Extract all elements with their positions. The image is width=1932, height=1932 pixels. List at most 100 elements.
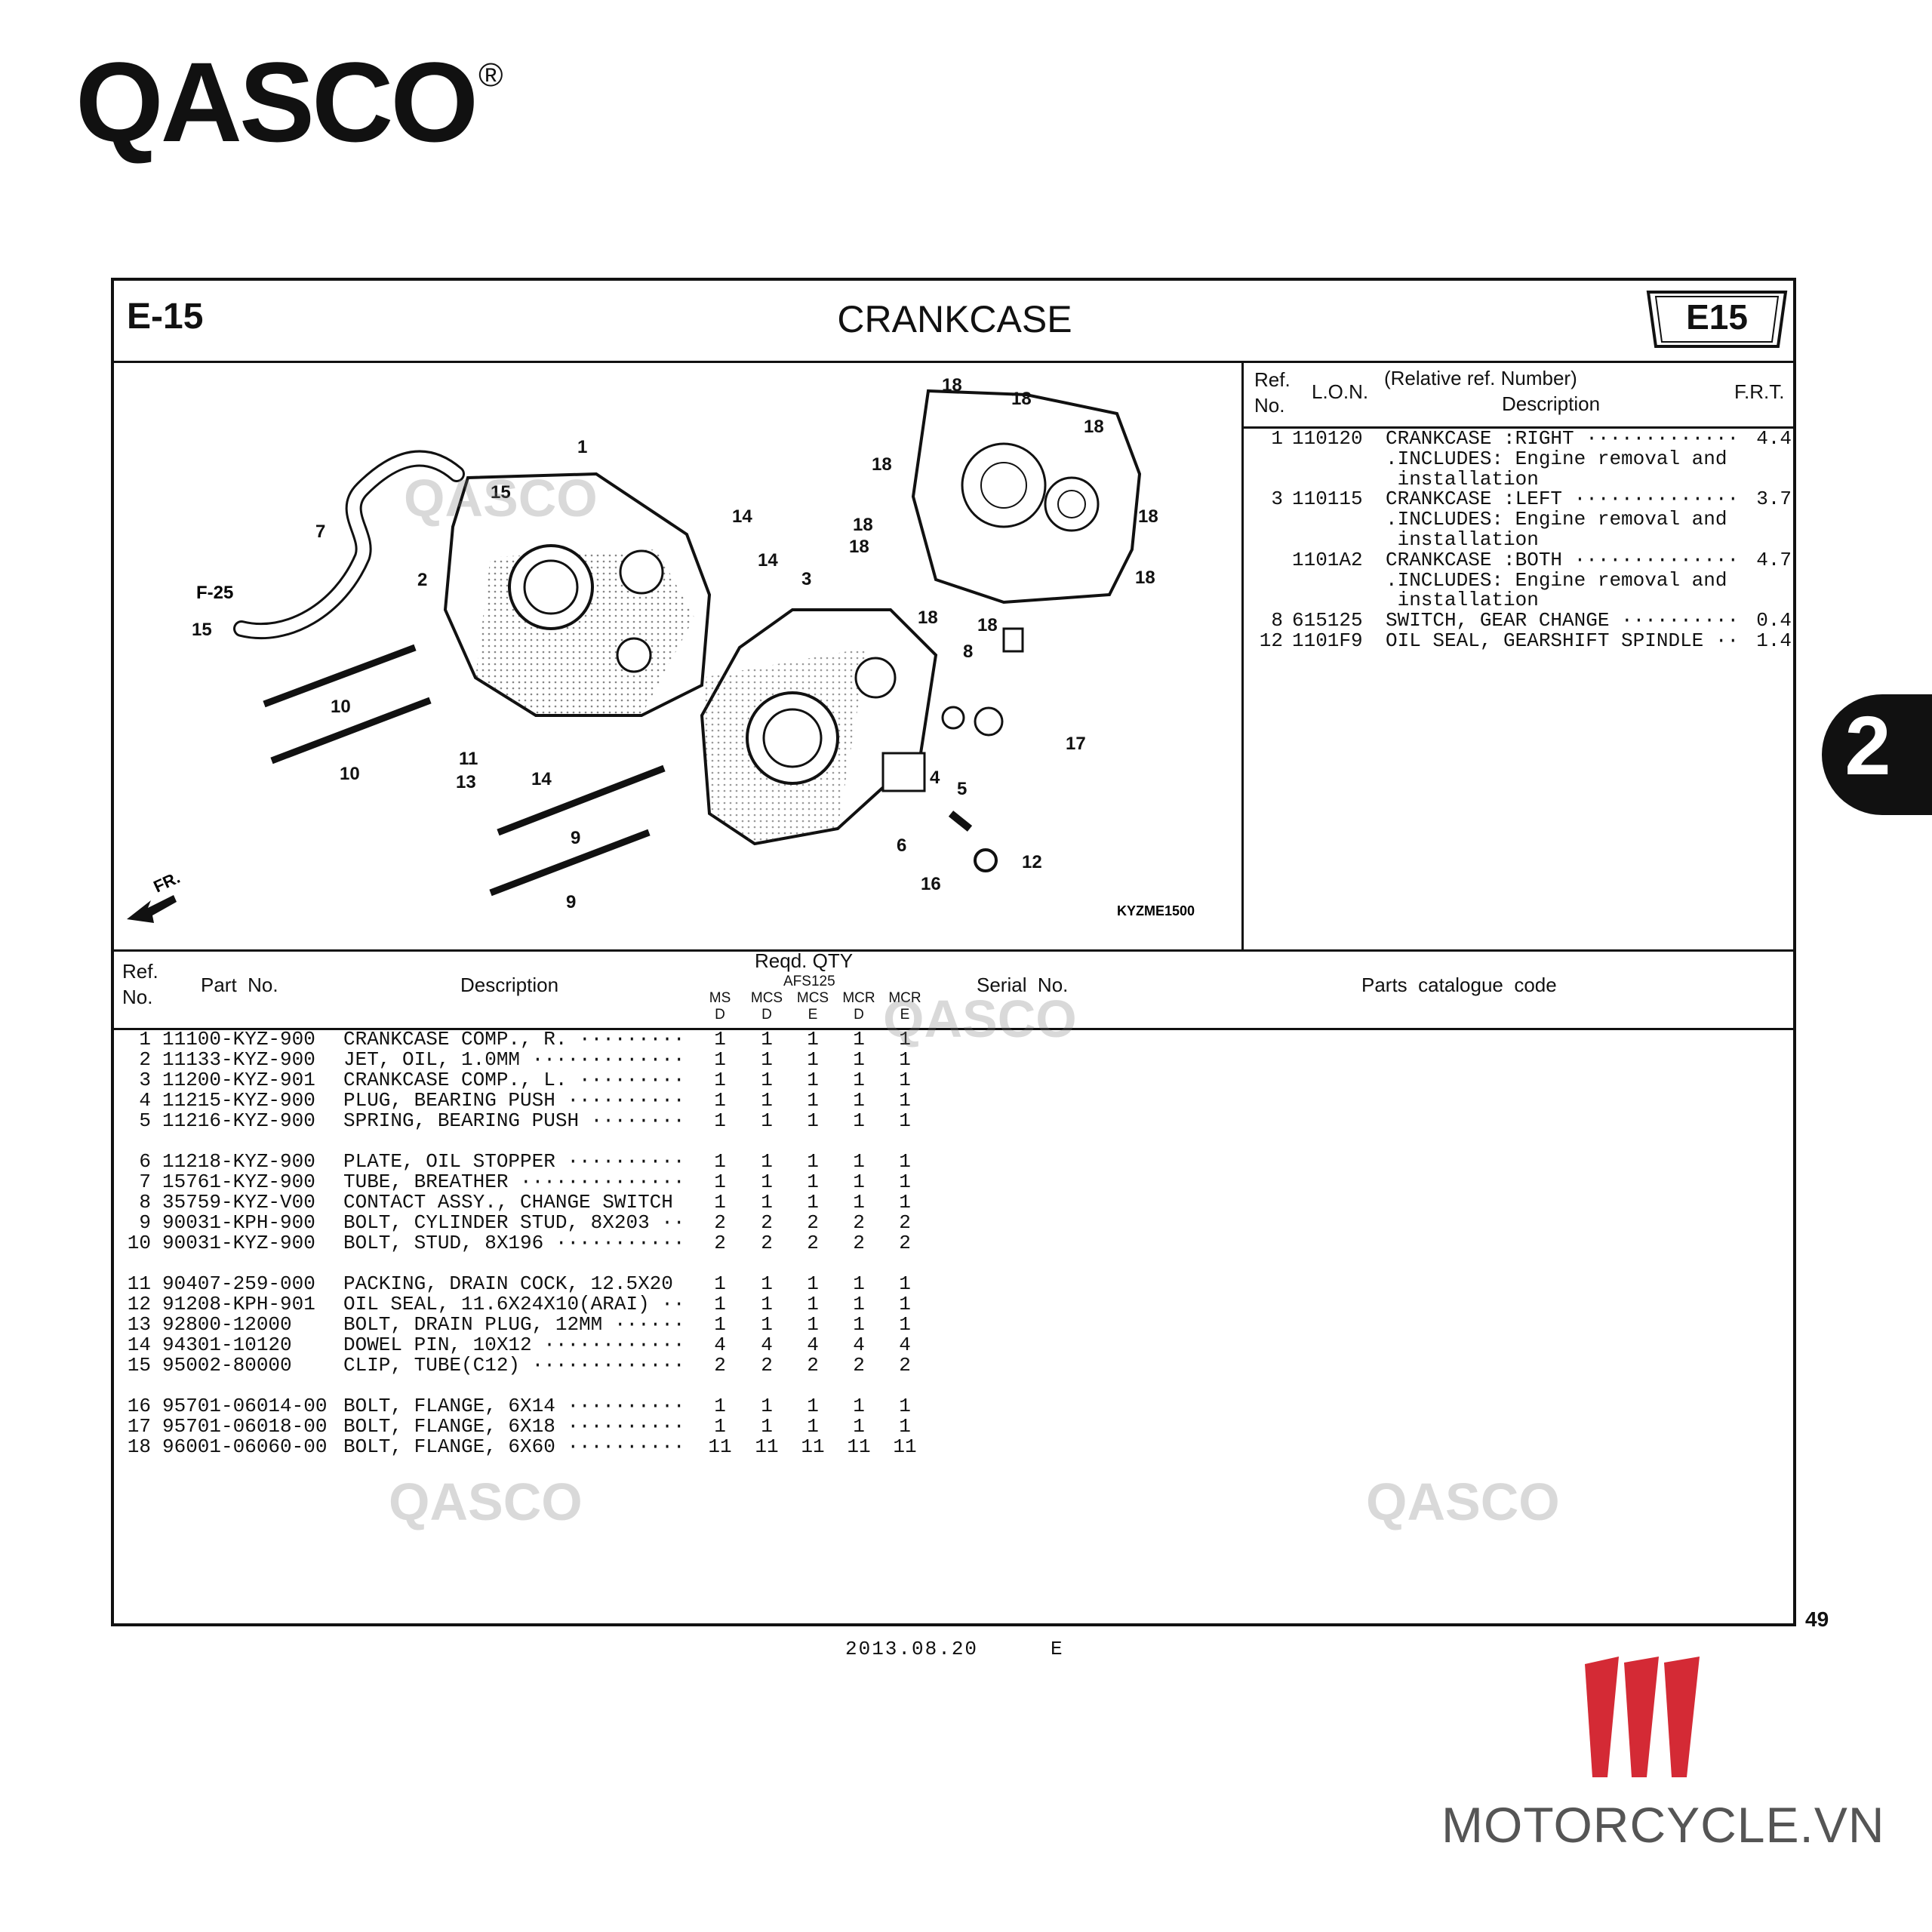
qty-cell: 1 [853, 1048, 865, 1071]
section-badge: E15 [1686, 297, 1748, 337]
table-cell: TUBE, BREATHER ·············· [343, 1171, 685, 1193]
table-cell: PACKING, DRAIN COCK, 12.5X20 [343, 1272, 673, 1295]
parts-ref-header: Ref. No. [122, 960, 158, 1008]
stud-bolt-10b [270, 697, 432, 764]
svg-text:17: 17 [1066, 734, 1086, 754]
frt-cell: 615125 [1292, 609, 1363, 632]
table-cell: 96001-06060-00 [162, 1435, 328, 1458]
qty-cell: 2 [807, 1354, 819, 1377]
crankcase-right [443, 472, 712, 717]
qty-cell: 1 [853, 1415, 865, 1438]
frt-cell: 12 [1259, 629, 1283, 652]
frt-cell: CRANKCASE :BOTH ·············· [1386, 548, 1740, 571]
svg-text:18: 18 [942, 375, 962, 395]
qty-cell: 1 [807, 1028, 819, 1051]
svg-text:14: 14 [758, 550, 778, 571]
table-cell: 15 [127, 1354, 151, 1377]
frt-frt-header: F.R.T. [1734, 380, 1785, 403]
qty-cell: 1 [714, 1048, 726, 1071]
qty-cell: 1 [807, 1191, 819, 1214]
svg-text:18: 18 [977, 615, 998, 635]
qty-cell: 1 [899, 1293, 911, 1315]
frt-header-divider [1241, 426, 1796, 429]
diagram-divider [1241, 361, 1244, 949]
variant-header: E [900, 1007, 910, 1023]
qty-cell: 1 [853, 1395, 865, 1417]
qty-cell: 1 [761, 1089, 773, 1112]
table-cell: 14 [127, 1334, 151, 1356]
table-cell: 7 [139, 1171, 151, 1193]
svg-text:15: 15 [491, 482, 511, 503]
frt-cell: installation [1386, 589, 1539, 612]
svg-text:18: 18 [1138, 506, 1158, 527]
frt-cell: 1101A2 [1292, 548, 1363, 571]
qty-cell: 1 [761, 1150, 773, 1173]
qty-cell: 11 [755, 1435, 779, 1458]
table-cell: 11133-KYZ-900 [162, 1048, 315, 1071]
qty-cell: 1 [761, 1028, 773, 1051]
frt-cell: 8 [1271, 609, 1283, 632]
qty-cell: 1 [807, 1150, 819, 1173]
table-cell: 95701-06018-00 [162, 1415, 328, 1438]
qty-cell: 1 [807, 1109, 819, 1132]
table-cell: CRANKCASE COMP., R. ········· [343, 1028, 685, 1051]
frt-desc-top-header: (Relative ref. Number) [1384, 367, 1577, 389]
table-cell: 90031-KPH-900 [162, 1211, 315, 1234]
stud-bolt-9a [497, 764, 666, 836]
qty-cell: 1 [899, 1109, 911, 1132]
qty-cell: 1 [853, 1191, 865, 1214]
frt-cell: installation [1386, 467, 1539, 491]
table-cell: BOLT, FLANGE, 6X60 ·········· [343, 1435, 685, 1458]
qty-cell: 1 [807, 1089, 819, 1112]
table-cell: 18 [127, 1435, 151, 1458]
svg-text:12: 12 [1022, 852, 1042, 872]
table-cell: BOLT, CYLINDER STUD, 8X203 ·· [343, 1211, 685, 1234]
qty-cell: 1 [853, 1171, 865, 1193]
qty-cell: 2 [853, 1211, 865, 1234]
qty-cell: 2 [714, 1211, 726, 1234]
watermark: QASCO [404, 469, 598, 528]
table-cell: 8 [139, 1191, 151, 1214]
qty-cell: 4 [853, 1334, 865, 1356]
qty-cell: 2 [761, 1232, 773, 1254]
table-cell: BOLT, DRAIN PLUG, 12MM ······ [343, 1313, 685, 1336]
qty-cell: 2 [807, 1232, 819, 1254]
svg-text:18: 18 [872, 454, 892, 475]
svg-text:18: 18 [1011, 389, 1032, 409]
table-cell: 11216-KYZ-900 [162, 1109, 315, 1132]
qty-cell: 11 [893, 1435, 917, 1458]
svg-text:18: 18 [853, 515, 873, 535]
svg-text:16: 16 [921, 874, 941, 894]
svg-text:F-25: F-25 [196, 583, 233, 603]
frt-cell: 1 [1271, 427, 1283, 450]
table-cell: 92800-12000 [162, 1313, 292, 1336]
qty-cell: 1 [807, 1272, 819, 1295]
frt-cell: installation [1386, 528, 1539, 551]
table-cell: 95701-06014-00 [162, 1395, 328, 1417]
svg-text:FR.: FR. [151, 868, 183, 897]
qty-cell: 1 [853, 1272, 865, 1295]
watermark: QASCO [1366, 1472, 1560, 1531]
watermark: QASCO [389, 1472, 583, 1531]
qty-cell: 11 [708, 1435, 732, 1458]
svg-text:11: 11 [459, 749, 478, 769]
svg-text:18: 18 [849, 537, 869, 557]
qty-cell: 1 [761, 1313, 773, 1336]
svg-text:14: 14 [531, 769, 552, 789]
frt-cell: 3.7 [1756, 488, 1792, 511]
section-badge-shape [1646, 291, 1788, 348]
chapter-number: 2 [1844, 700, 1891, 792]
chapter-tab [1822, 694, 1932, 815]
svg-text:5: 5 [957, 779, 967, 799]
qty-cell: 1 [714, 1272, 726, 1295]
qty-cell: 1 [807, 1415, 819, 1438]
table-cell: 11 [127, 1272, 151, 1295]
table-cell: 35759-KYZ-V00 [162, 1191, 315, 1214]
frt-lon-header: L.O.N. [1312, 380, 1369, 403]
variant-header: MCR [888, 990, 921, 1006]
qty-cell: 1 [714, 1395, 726, 1417]
table-cell: 1 [139, 1028, 151, 1051]
print-date: 2013.08.20 [845, 1638, 979, 1660]
variant-header: D [761, 1007, 772, 1023]
parts-partno-header: Part No. [201, 974, 278, 996]
